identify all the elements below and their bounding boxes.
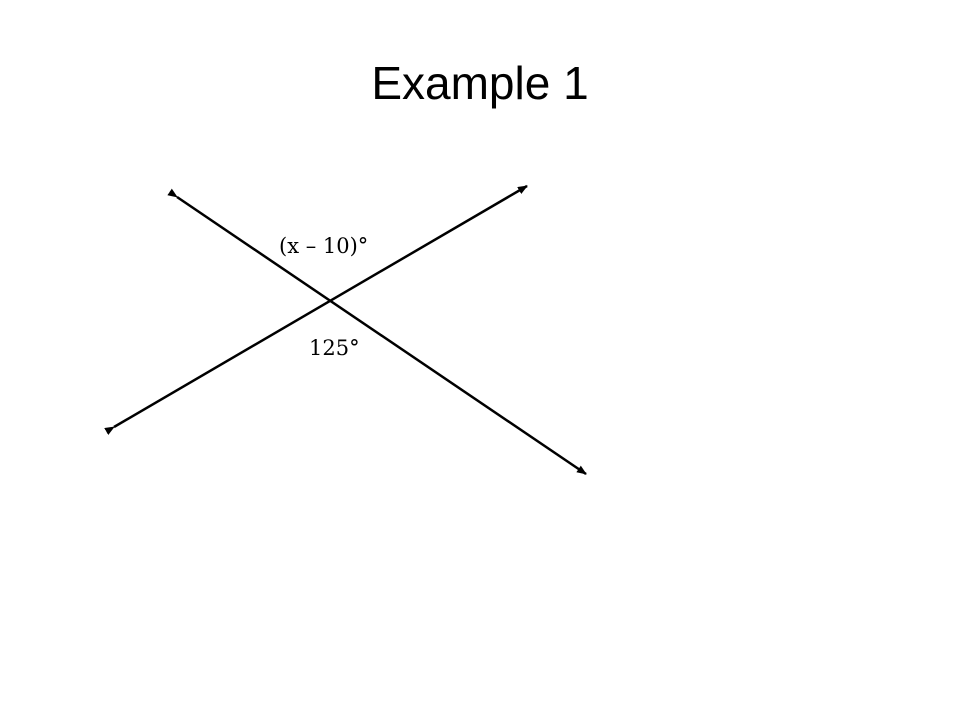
slide-title: Example 1 <box>371 57 589 109</box>
angle-label-upper: (x – 10)° <box>279 234 368 258</box>
angle-label-lower: 125° <box>309 336 360 360</box>
line-b <box>167 188 587 476</box>
